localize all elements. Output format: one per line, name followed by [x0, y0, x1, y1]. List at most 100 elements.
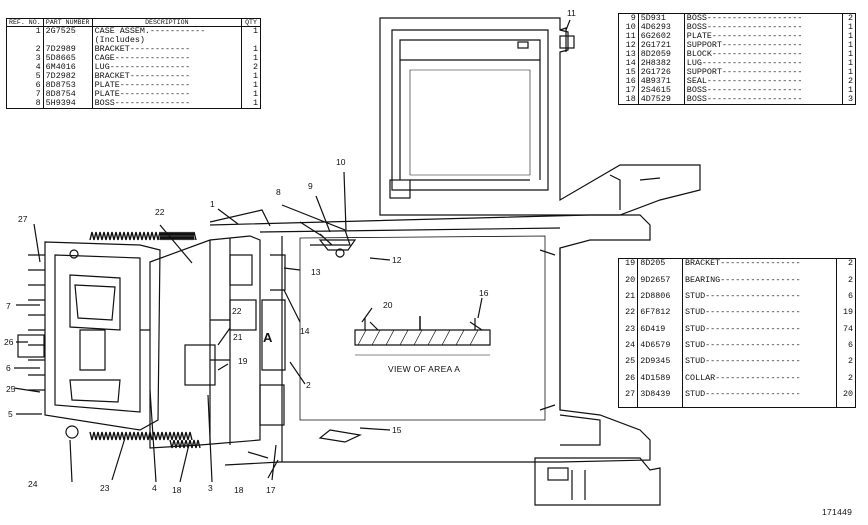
callout-23: 23 — [100, 483, 110, 493]
part-number: 4D6579 — [637, 341, 684, 358]
part-number: 2G1721 — [638, 41, 685, 50]
part-number: 3D8439 — [637, 390, 684, 408]
quantity: 74 — [842, 323, 853, 334]
description: PLATE-------------- — [92, 81, 243, 90]
description: BRACKET---------------- — [682, 258, 837, 276]
description: STUD------------------- — [682, 291, 837, 309]
description: BOSS--------------- — [92, 99, 243, 109]
description: BRACKET------------ — [92, 72, 243, 81]
description: LUG---------------- — [92, 63, 243, 72]
area-a-view — [354, 329, 491, 346]
part-number: 2D9345 — [637, 357, 684, 374]
ref-no: 11 — [618, 32, 639, 41]
callout-24: 24 — [28, 479, 38, 489]
description: BOSS------------------- — [684, 23, 843, 32]
quantity: 1 — [847, 22, 853, 32]
callout-7: 7 — [6, 301, 11, 311]
part-number: 8D8753 — [43, 81, 93, 90]
quantity: 6 — [847, 291, 853, 302]
ref-no: 20 — [618, 275, 639, 293]
ref-no: 3 — [6, 54, 44, 63]
quantity: 1 — [847, 31, 853, 41]
quantity: 1 — [847, 58, 853, 68]
quantity: 2 — [847, 274, 853, 285]
description: (Includes) — [92, 36, 243, 45]
quantity: 2 — [847, 76, 853, 86]
callout-10: 10 — [336, 157, 346, 167]
quantity: 20 — [842, 389, 853, 400]
description: COLLAR----------------- — [682, 373, 837, 391]
description: SUPPORT---------------- — [684, 41, 843, 50]
callout-20: 20 — [383, 300, 393, 310]
callout-3: 3 — [208, 483, 213, 493]
callout-27: 27 — [18, 214, 28, 224]
callout-9: 9 — [308, 181, 313, 191]
ref-no: 1 — [6, 26, 44, 36]
part-number: 2S4615 — [638, 86, 685, 95]
quantity: 1 — [847, 85, 853, 95]
description: PLATE------------------ — [684, 32, 843, 41]
main-frame — [209, 214, 651, 466]
col-desc-header: DESCRIPTION — [92, 18, 243, 27]
drawing-number: 171449 — [822, 507, 853, 517]
part-number: 8D2059 — [638, 50, 685, 59]
ref-no: 10 — [618, 23, 639, 32]
callout-22-lower: 22 — [232, 306, 242, 316]
parts-row: (Includes) — [6, 36, 261, 45]
description: BEARING---------------- — [682, 275, 837, 293]
ref-no — [6, 36, 44, 45]
callout-17: 17 — [266, 485, 276, 495]
description: PLATE-------------- — [92, 90, 243, 99]
ref-no: 5 — [6, 72, 44, 81]
quantity: 2 — [847, 258, 853, 268]
part-number: 4D6293 — [638, 23, 685, 32]
area-a-marker: A — [263, 330, 273, 345]
part-number: 4B9371 — [638, 77, 685, 86]
ref-no: 14 — [618, 59, 639, 68]
callout-22-upper: 22 — [155, 207, 165, 217]
description: BOSS------------------- — [684, 95, 843, 105]
quantity: 2 — [847, 372, 853, 383]
quantity: 1 — [252, 44, 258, 54]
description: SEAL------------------- — [684, 77, 843, 86]
quantity: 1 — [252, 98, 258, 108]
description: BRACKET------------ — [92, 45, 243, 54]
callout-21: 21 — [233, 332, 243, 342]
callout-6: 6 — [6, 363, 11, 373]
part-number: 2D8806 — [637, 291, 684, 309]
part-number: 4D1589 — [637, 373, 684, 391]
part-number: 2G1726 — [638, 68, 685, 77]
part-number: 6G2602 — [638, 32, 685, 41]
ref-no: 19 — [618, 258, 639, 276]
part-number: 4D7529 — [638, 95, 685, 105]
description: SUPPORT---------------- — [684, 68, 843, 77]
description: STUD------------------- — [682, 324, 837, 342]
callout-5: 5 — [8, 409, 13, 419]
part-number: 5H9394 — [43, 99, 93, 109]
callout-18: 18 — [172, 485, 182, 495]
description: STUD------------------- — [682, 390, 837, 408]
part-number: 7D2982 — [43, 72, 93, 81]
callout-16: 16 — [479, 288, 489, 298]
quantity: 1 — [847, 67, 853, 77]
ref-no: 7 — [6, 90, 44, 99]
callout-19: 19 — [238, 356, 248, 366]
